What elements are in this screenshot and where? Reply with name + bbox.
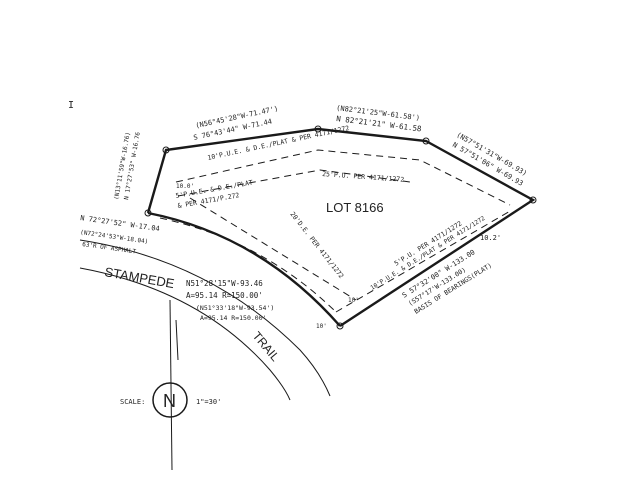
section-line-2 — [175, 319, 179, 361]
arc-plat-2: A=95.14 R=150.00' — [200, 314, 267, 322]
front-curve — [147, 211, 341, 327]
margin-mark: I — [68, 100, 74, 111]
north-arrow: N — [152, 382, 188, 418]
row-curve-outer — [79, 239, 331, 397]
monument-sw — [144, 209, 152, 217]
dim-2: 10.0' — [176, 183, 194, 190]
monument-w — [162, 146, 170, 154]
easement-line-south — [335, 209, 513, 313]
easement-line-top — [175, 149, 511, 206]
section-line — [169, 299, 173, 471]
north-arrow-circle — [152, 382, 188, 418]
north-arrow-letter: N — [163, 391, 176, 411]
street-name-stampede: STAMPEDE — [103, 264, 175, 291]
chord-bearing: N51°28'15"W-93.46 — [186, 279, 263, 288]
easement-row: 63'R OF ASPHALT — [82, 241, 137, 256]
monument-nw — [314, 125, 322, 133]
row-curve-inner — [79, 267, 291, 401]
easement-diagonal: 20'D.E. PER 4171/1272 — [288, 210, 345, 280]
dim-1: 10.2' — [480, 234, 501, 242]
monument-n — [422, 137, 430, 145]
dim-4: 10' — [316, 323, 327, 330]
lot-label: LOT 8166 — [326, 200, 384, 215]
arc-plat-1: (N51°33'18"W-93.54') — [196, 304, 274, 312]
monument-s — [336, 322, 344, 330]
easement-line-inner — [177, 169, 411, 197]
easement-line-diagonal — [189, 197, 357, 301]
arc-data: A=95.14 R=150.00' — [186, 291, 263, 300]
lot-boundary — [146, 127, 536, 328]
street-name-trail: TRAIL — [250, 329, 283, 364]
dim-3: 10' — [348, 297, 359, 304]
monument-ne — [529, 196, 537, 204]
easement-line-curve — [159, 217, 337, 313]
easement-inner-top: 25'P.U. PER 4171/1272 — [322, 170, 405, 184]
scale-label: SCALE: — [120, 398, 145, 406]
scale-value: 1"=30' — [196, 398, 221, 406]
